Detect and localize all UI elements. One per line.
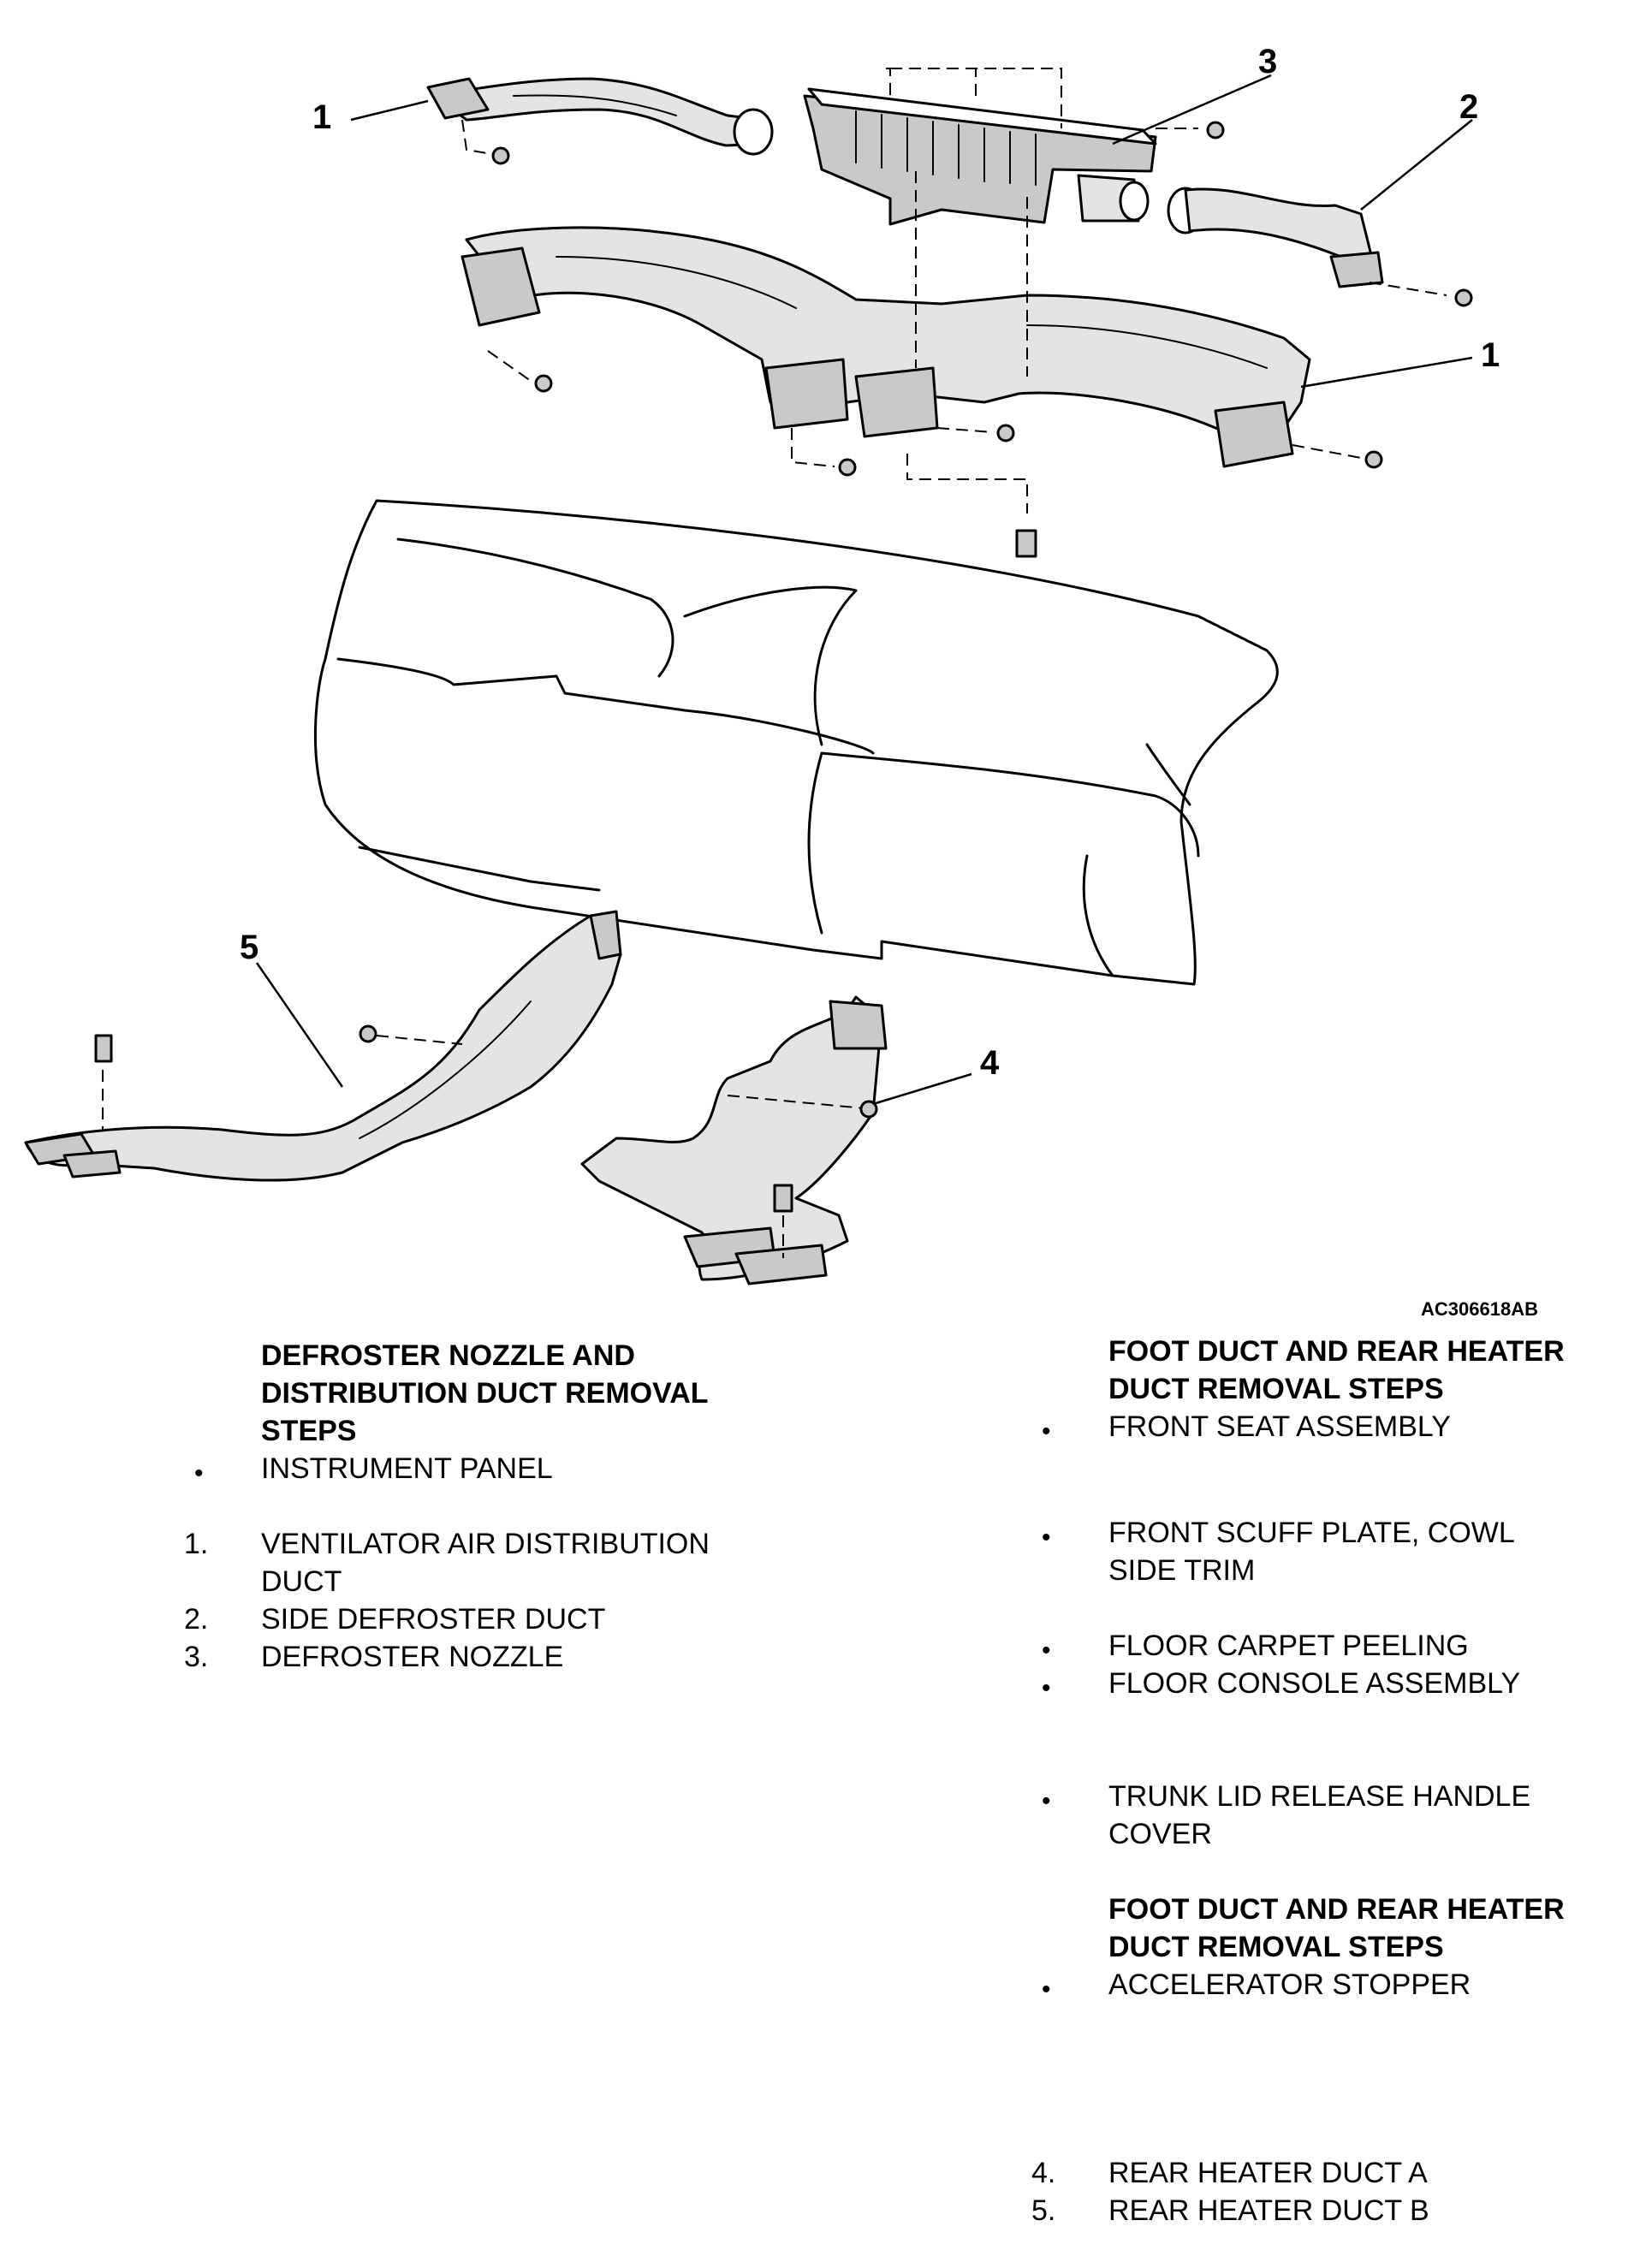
part-2-side-defroster-duct [1167,187,1384,288]
callout-4: 4 [980,1044,1000,1082]
callout-5: 5 [240,929,258,966]
part-3-defroster-nozzle [803,68,1157,226]
section-heading: FOOT DUCT AND REAR HEATER DUCT REMOVAL S… [1031,1891,1622,1966]
callout-2: 2 [1459,88,1478,126]
instrument-panel [313,499,1279,986]
screws-upper [461,119,1473,558]
step-text: VENTILATOR AIR DISTRIBUTION [261,1528,710,1560]
step-item: • FLOOR CARPET PEELING [1031,1627,1622,1665]
callout-1-main: 1 [1481,336,1500,374]
step-marker: • [1042,1636,1051,1665]
step-item: 1. VENTILATOR AIR DISTRIBUTION DUCT [184,1525,835,1600]
step-item: 2. SIDE DEFROSTER DUCT [184,1600,835,1638]
step-marker: 1. [184,1528,209,1560]
figure-code: AC306618AB [1421,1298,1538,1320]
step-text: DUCT [261,1565,342,1598]
heading-line: FOOT DUCT AND REAR HEATER [1108,1335,1565,1368]
step-item: 3. DEFROSTER NOZZLE [184,1638,835,1676]
step-text: FLOOR CARPET PEELING [1108,1630,1469,1662]
step-marker: • [1042,1787,1051,1815]
step-item: 5. REAR HEATER DUCT B [1031,2192,1622,2229]
step-text: DEFROSTER NOZZLE [261,1641,564,1673]
heading-line: DEFROSTER NOZZLE AND [261,1339,635,1372]
step-item: • ACCELERATOR STOPPER [1031,1966,1622,2004]
heading-line: DUCT REMOVAL STEPS [1108,1373,1444,1405]
defroster-steps-section: DEFROSTER NOZZLE AND DISTRIBUTION DUCT R… [184,1337,835,1676]
step-text: SIDE TRIM [1108,1554,1256,1587]
step-text: REAR HEATER DUCT B [1108,2194,1429,2227]
step-text: FLOOR CONSOLE ASSEMBLY [1108,1667,1521,1700]
step-item: • FLOOR CONSOLE ASSEMBLY [1031,1665,1622,1702]
step-marker: 2. [184,1603,209,1636]
step-item: • FRONT SCUFF PLATE, COWL SIDE TRIM [1031,1514,1622,1589]
step-marker: • [1042,1674,1051,1702]
exploded-parts-diagram: 1 3 2 1 4 5 [24,43,1500,1285]
part-4-rear-heater-duct-a [580,995,888,1285]
step-text: REAR HEATER DUCT A [1108,2157,1428,2189]
step-text: FRONT SCUFF PLATE, COWL [1108,1517,1515,1549]
step-text: TRUNK LID RELEASE HANDLE [1108,1780,1531,1813]
step-text: INSTRUMENT PANEL [261,1452,553,1485]
part-5-rear-heater-duct-b [24,910,622,1182]
step-text: SIDE DEFROSTER DUCT [261,1603,606,1636]
heading-line: STEPS [261,1415,357,1447]
step-text: ACCELERATOR STOPPER [1108,1968,1471,2001]
step-item: 4. REAR HEATER DUCT A [1031,2154,1622,2192]
step-marker: • [194,1459,204,1487]
step-text: FRONT SEAT ASSEMBLY [1108,1410,1451,1443]
step-marker: 3. [184,1641,209,1673]
step-text: COVER [1108,1818,1212,1850]
foot-duct-steps-section: FOOT DUCT AND REAR HEATER DUCT REMOVAL S… [1031,1333,1622,2229]
step-marker: • [1042,1523,1051,1552]
section-heading: FOOT DUCT AND REAR HEATER DUCT REMOVAL S… [1031,1333,1622,1408]
step-item: • TRUNK LID RELEASE HANDLE COVER [1031,1778,1622,1853]
heading-line: FOOT DUCT AND REAR HEATER [1108,1893,1565,1926]
heading-line: DUCT REMOVAL STEPS [1108,1931,1444,1963]
step-marker: • [1042,1975,1051,2004]
step-marker: 5. [1031,2194,1056,2227]
step-item: • FRONT SEAT ASSEMBLY [1031,1408,1622,1446]
heading-line: DISTRIBUTION DUCT REMOVAL [261,1377,709,1410]
step-marker: • [1042,1417,1051,1446]
callout-1-upper: 1 [312,98,331,136]
part-1-upper-duct [426,77,774,156]
step-marker: 4. [1031,2157,1056,2189]
section-heading: DEFROSTER NOZZLE AND DISTRIBUTION DUCT R… [184,1337,835,1450]
callout-leaders [255,74,1473,1106]
callout-3: 3 [1258,43,1277,80]
step-item: • INSTRUMENT PANEL [184,1450,835,1487]
